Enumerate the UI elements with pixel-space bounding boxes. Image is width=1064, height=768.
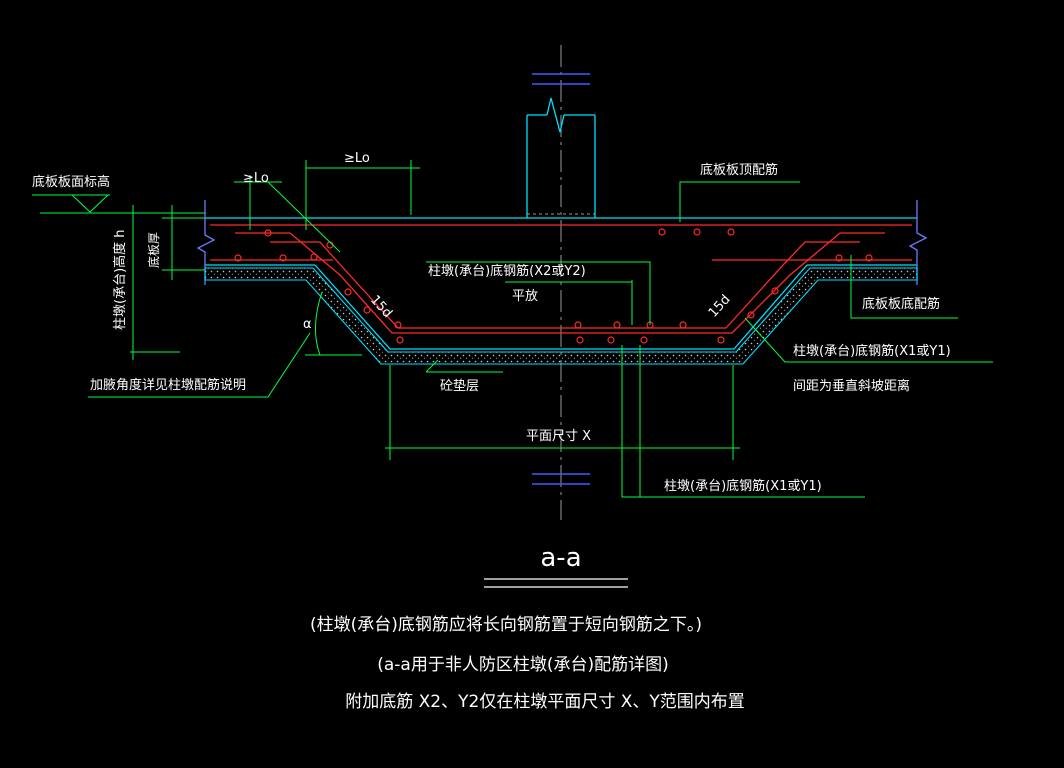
label-cap-height: 柱墩(承台)高度 h <box>112 229 128 330</box>
label-15d-right: 15d <box>706 292 734 320</box>
label-flat: 平放 <box>512 289 538 304</box>
section-mark-bottom <box>532 473 590 485</box>
section-title: a-a <box>540 543 581 573</box>
label-plan-size-x: 平面尺寸 X <box>526 429 591 444</box>
label-lap-lo-2: ≥Lo <box>344 151 370 166</box>
label-cushion: 砼垫层 <box>440 378 479 394</box>
label-slab-thickness: 底板厚 <box>146 232 161 268</box>
note-line-2: (a-a用于非人防区柱墩(承台)配筋详图) <box>377 655 669 675</box>
break-line-right <box>908 200 928 285</box>
label-15d-left: 15d <box>367 293 395 321</box>
column-outline <box>526 97 596 218</box>
label-cap-bottom-x1y1-right: 柱墩(承台)底钢筋(X1或Y1) <box>793 343 951 359</box>
label-lap-lo-1: ≥Lo <box>243 171 269 186</box>
section-mark-top <box>532 73 590 85</box>
label-slab-top-elev: 底板板面标高 <box>32 174 110 190</box>
cap-rebar-line <box>235 232 885 334</box>
slab-outline <box>205 217 917 266</box>
break-line-left <box>196 200 216 285</box>
label-haunch-angle-note: 加腋角度详见柱墩配筋说明 <box>90 377 246 393</box>
angle-arc <box>314 291 323 356</box>
cap-outline <box>314 264 808 350</box>
leader-lines <box>32 160 993 498</box>
note-line-3: 附加底筋 X2、Y2仅在柱墩平面尺寸 X、Y范围内布置 <box>345 692 745 712</box>
label-cap-bottom-x1y1-bottom: 柱墩(承台)底钢筋(X1或Y1) <box>664 478 822 494</box>
section-title-underline <box>484 578 628 588</box>
label-angle-a: α <box>303 317 312 332</box>
note-line-1: (柱墩(承台)底钢筋应将长向钢筋置于短向钢筋之下。) <box>310 615 702 635</box>
label-slab-bottom-rebar: 底板板底配筋 <box>862 296 940 312</box>
label-spacing-note: 间距为垂直斜坡距离 <box>793 378 910 394</box>
label-cap-bottom-x2y2: 柱墩(承台)底钢筋(X2或Y2) <box>428 263 586 279</box>
concrete-cushion <box>204 267 918 365</box>
label-slab-top-rebar: 底板板顶配筋 <box>700 162 778 178</box>
